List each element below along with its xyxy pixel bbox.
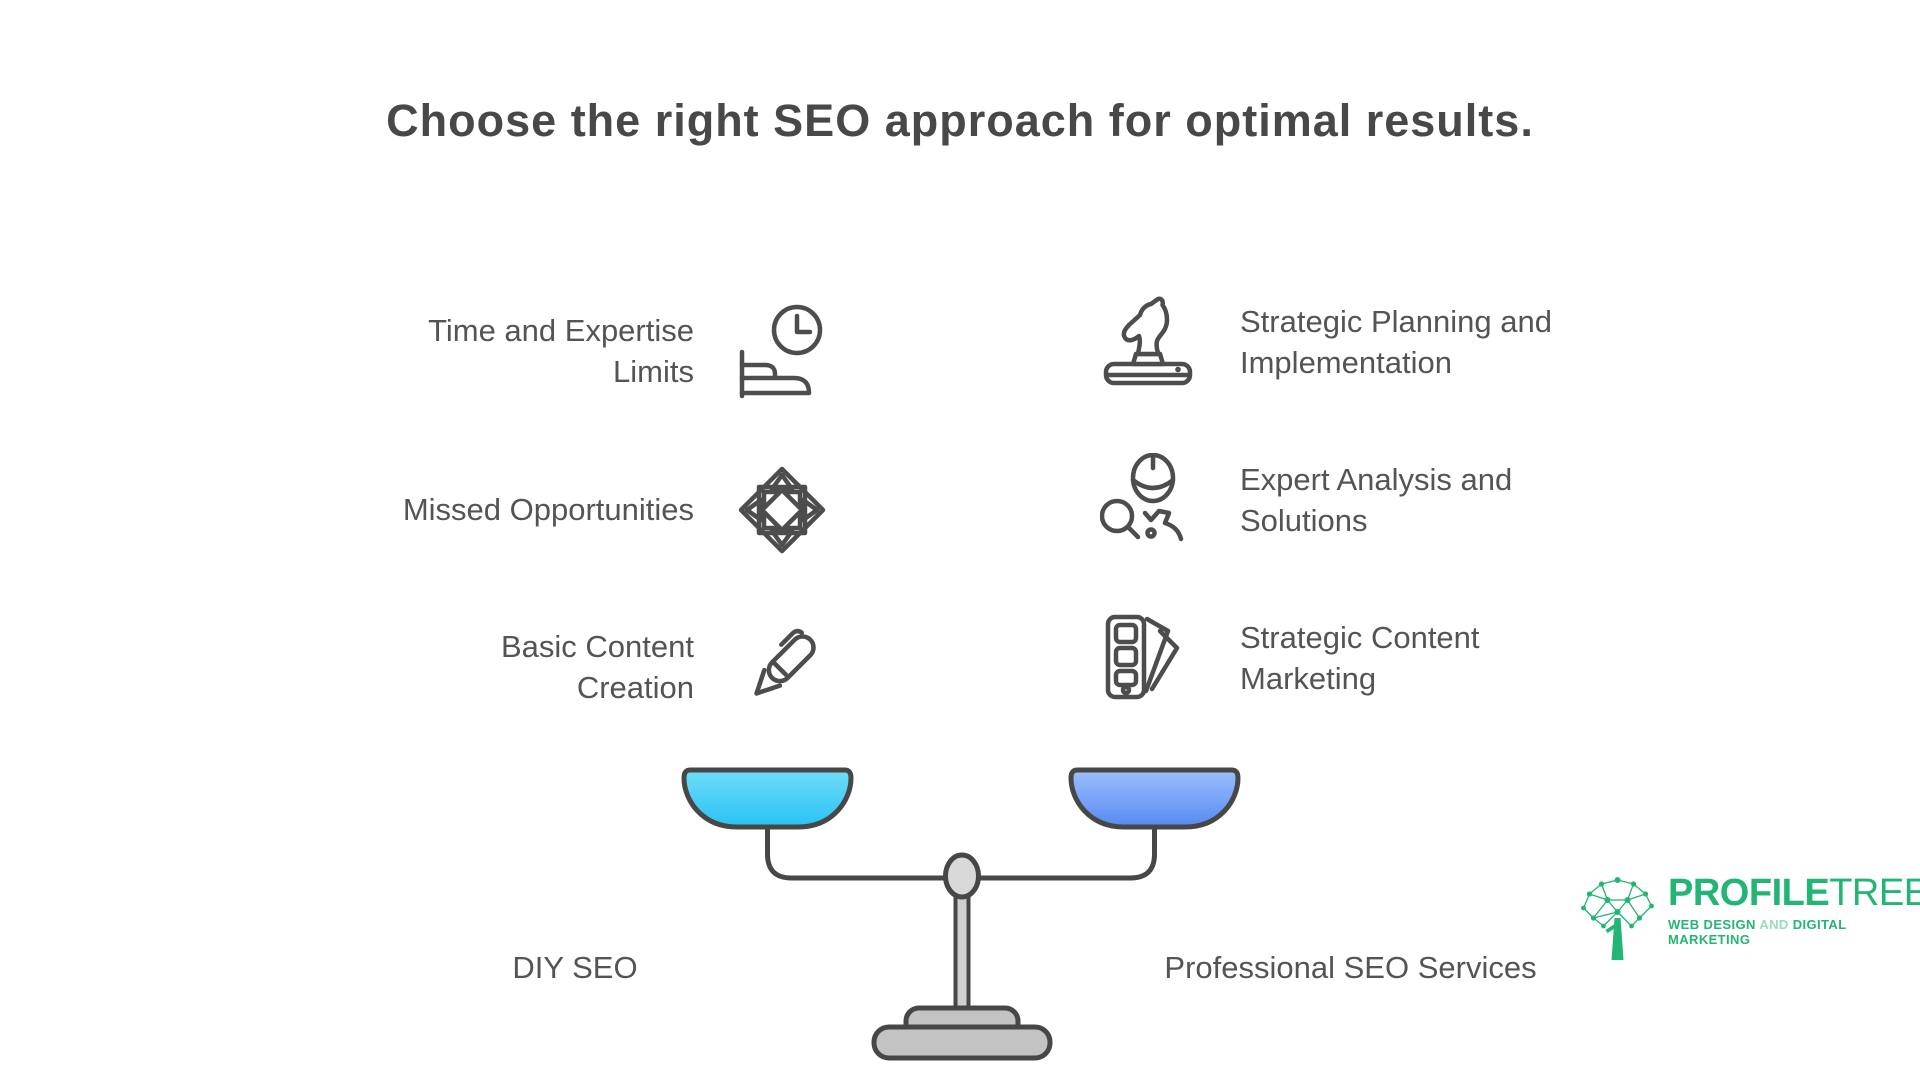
scale-arm-right <box>959 823 1157 881</box>
list-item: Strategic Content Marketing <box>1100 580 1740 738</box>
diy-seo-label: DIY SEO <box>512 950 638 985</box>
item-label: Strategic Planning and Implementation <box>1240 304 1552 380</box>
item-label: Time and Expertise Limits <box>428 313 694 389</box>
logo-wordmark: PROFILETREE <box>1668 872 1920 914</box>
item-label: Expert Analysis and Solutions <box>1240 462 1513 538</box>
balance-scale <box>681 767 1241 1061</box>
list-item: Expert Analysis and Solutions <box>1100 422 1740 580</box>
list-item: Missed Opportunities <box>260 431 830 589</box>
swatches-icon <box>1100 611 1196 707</box>
list-item: Basic Content Creation <box>260 589 830 747</box>
clock-bed-icon <box>734 304 830 400</box>
item-label: Missed Opportunities <box>402 491 694 527</box>
pen-icon <box>734 620 830 716</box>
diy-column: Time and Expertise Limits Missed Opportu… <box>260 273 830 747</box>
item-label: Strategic Content Marketing <box>1240 620 1480 696</box>
scale-pan-left <box>681 767 854 830</box>
geometric-star-icon <box>734 462 830 558</box>
tree-icon <box>1581 877 1654 960</box>
scale-pole <box>953 888 971 1020</box>
list-item: Strategic Planning and Implementation <box>1100 264 1740 422</box>
scale-base-lower <box>871 1024 1053 1061</box>
logo-tagline: WEB DESIGN AND DIGITAL MARKETING <box>1668 917 1847 947</box>
magnifier-person-icon <box>1100 453 1196 549</box>
item-label: Basic Content Creation <box>501 629 694 705</box>
page-title: Choose the right SEO approach for optima… <box>386 95 1534 146</box>
professional-column: Strategic Planning and Implementation Ex… <box>1100 264 1740 738</box>
scale-arm-left <box>765 823 965 881</box>
profiletree-logo: PROFILETREE WEB DESIGN AND DIGITAL MARKE… <box>1576 874 1920 966</box>
scale-pivot <box>943 852 981 900</box>
professional-seo-label: Professional SEO Services <box>1164 950 1537 985</box>
scale-pan-right <box>1068 767 1241 830</box>
list-item: Time and Expertise Limits <box>260 273 830 431</box>
logo-text: PROFILETREE WEB DESIGN AND DIGITAL MARKE… <box>1668 874 1920 947</box>
chess-knight-icon <box>1100 295 1196 391</box>
